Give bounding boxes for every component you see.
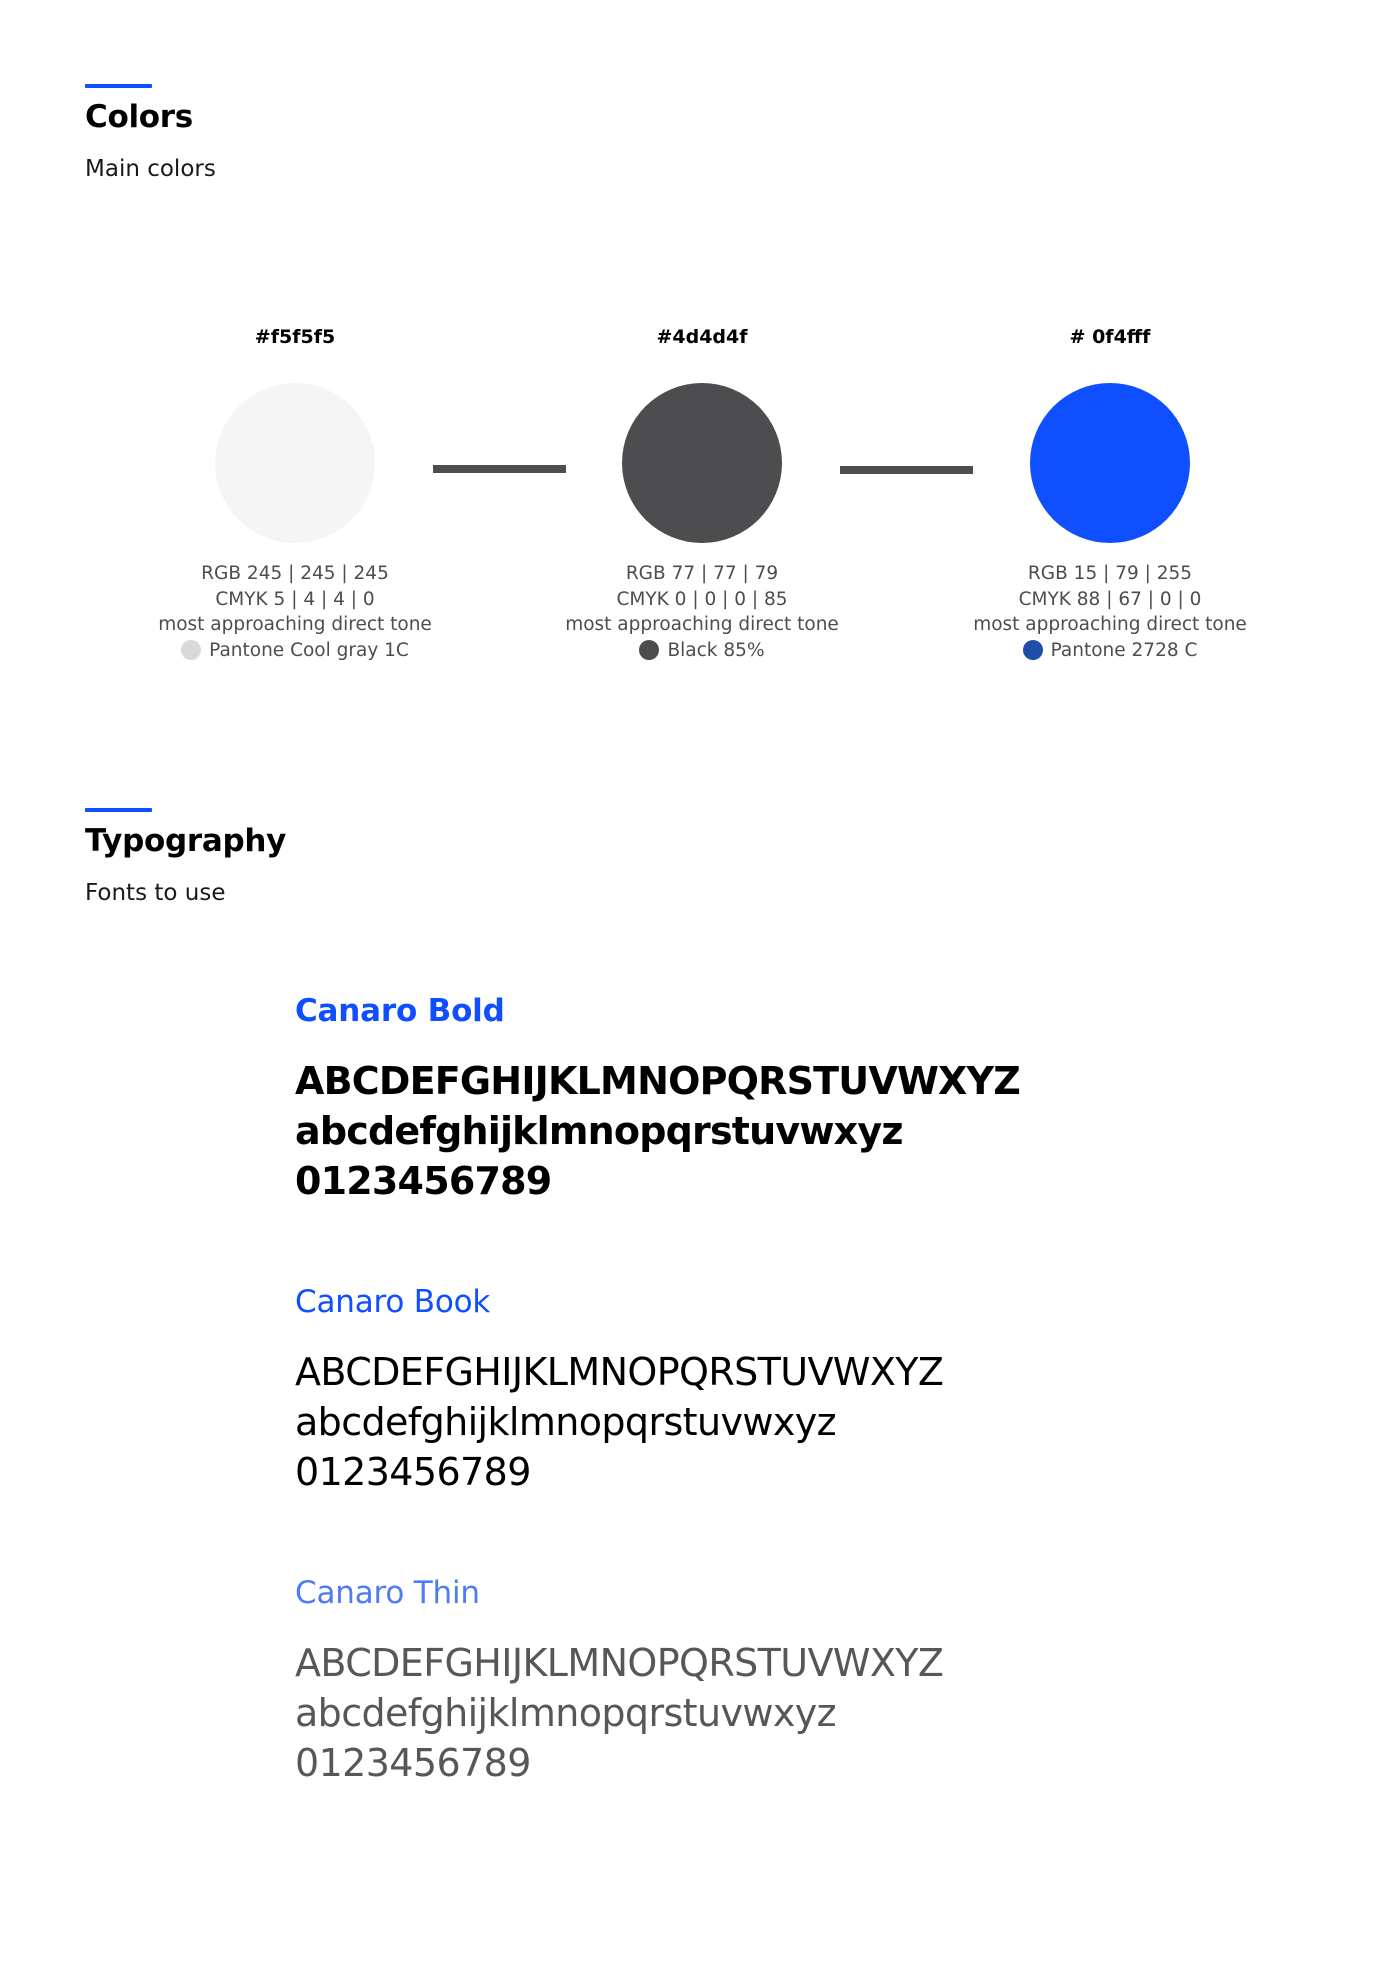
font-specimen-bold: Canaro Bold ABCDEFGHIJKLMNOPQRSTUVWXYZ a… <box>295 992 1295 1206</box>
swatch-info: RGB 245 | 245 | 245 CMYK 5 | 4 | 4 | 0 m… <box>130 561 460 668</box>
color-swatch-dark-gray: #4d4d4f RGB 77 | 77 | 79 CMYK 0 | 0 | 0 … <box>537 325 867 668</box>
pantone-dot-icon <box>181 640 202 661</box>
swatch-note: most approaching direct tone <box>158 614 432 635</box>
color-swatch-blue: # 0f4fff RGB 15 | 79 | 255 CMYK 88 | 67 … <box>945 325 1275 668</box>
swatch-info: RGB 15 | 79 | 255 CMYK 88 | 67 | 0 | 0 m… <box>945 561 1275 668</box>
swatch-pantone-label: Pantone Cool gray 1C <box>209 639 409 661</box>
swatch-note: most approaching direct tone <box>565 614 839 635</box>
swatch-circle <box>622 383 782 543</box>
swatch-pantone-label: Pantone 2728 C <box>1050 639 1198 661</box>
font-name: Canaro Book <box>295 1284 491 1320</box>
font-glyphs: ABCDEFGHIJKLMNOPQRSTUVWXYZ abcdefghijklm… <box>295 1638 1295 1788</box>
swatch-cmyk: CMYK 88 | 67 | 0 | 0 <box>1018 588 1202 610</box>
colors-accent-bar <box>85 84 152 88</box>
typography-section-header: Typography Fonts to use <box>85 808 286 907</box>
glyphs-lowercase: abcdefghijklmnopqrstuvwxyz <box>295 1109 903 1153</box>
font-name: Canaro Bold <box>295 993 505 1029</box>
swatch-connector-line <box>433 465 566 473</box>
swatch-connector-line <box>840 466 973 474</box>
glyphs-uppercase: ABCDEFGHIJKLMNOPQRSTUVWXYZ <box>295 1350 944 1394</box>
glyphs-lowercase: abcdefghijklmnopqrstuvwxyz <box>295 1691 837 1735</box>
typography-accent-bar <box>85 808 152 812</box>
glyphs-uppercase: ABCDEFGHIJKLMNOPQRSTUVWXYZ <box>295 1059 1021 1103</box>
swatch-info: RGB 77 | 77 | 79 CMYK 0 | 0 | 0 | 85 mos… <box>537 561 867 668</box>
glyphs-uppercase: ABCDEFGHIJKLMNOPQRSTUVWXYZ <box>295 1641 944 1685</box>
swatch-note: most approaching direct tone <box>973 614 1247 635</box>
font-specimen-thin: Canaro Thin ABCDEFGHIJKLMNOPQRSTUVWXYZ a… <box>295 1574 1295 1788</box>
swatch-pantone-label: Black 85% <box>667 639 765 661</box>
swatch-hex-label: #4d4d4f <box>656 326 748 348</box>
colors-section-subtitle: Main colors <box>85 156 216 182</box>
font-glyphs: ABCDEFGHIJKLMNOPQRSTUVWXYZ abcdefghijklm… <box>295 1347 1295 1497</box>
typography-section-subtitle: Fonts to use <box>85 880 226 906</box>
typography-section-title: Typography <box>85 823 287 859</box>
swatch-hex-label: #f5f5f5 <box>254 326 336 348</box>
swatch-rgb: RGB 15 | 79 | 255 <box>1027 563 1193 584</box>
font-glyphs: ABCDEFGHIJKLMNOPQRSTUVWXYZ abcdefghijklm… <box>295 1056 1295 1206</box>
pantone-dot-icon <box>639 640 660 661</box>
swatch-cmyk: CMYK 5 | 4 | 4 | 0 <box>215 588 375 610</box>
glyphs-lowercase: abcdefghijklmnopqrstuvwxyz <box>295 1400 837 1444</box>
font-name: Canaro Thin <box>295 1575 480 1611</box>
swatch-cmyk: CMYK 0 | 0 | 0 | 85 <box>616 588 788 610</box>
swatch-pantone: Pantone Cool gray 1C <box>181 638 409 664</box>
colors-section-title: Colors <box>85 99 193 135</box>
color-swatch-light-gray: #f5f5f5 RGB 245 | 245 | 245 CMYK 5 | 4 |… <box>130 325 460 668</box>
swatch-pantone: Pantone 2728 C <box>1022 638 1198 664</box>
glyphs-digits: 0123456789 <box>295 1159 552 1203</box>
glyphs-digits: 0123456789 <box>295 1450 531 1494</box>
font-specimen-book: Canaro Book ABCDEFGHIJKLMNOPQRSTUVWXYZ a… <box>295 1283 1295 1497</box>
swatch-pantone: Black 85% <box>639 638 765 664</box>
swatch-rgb: RGB 245 | 245 | 245 <box>201 563 389 584</box>
pantone-dot-icon <box>1022 640 1043 661</box>
swatch-rgb: RGB 77 | 77 | 79 <box>625 563 779 584</box>
colors-section-header: Colors Main colors <box>85 84 216 183</box>
swatch-hex-label: # 0f4fff <box>1069 326 1151 348</box>
glyphs-digits: 0123456789 <box>295 1741 531 1785</box>
swatch-circle <box>215 383 375 543</box>
swatch-circle <box>1030 383 1190 543</box>
